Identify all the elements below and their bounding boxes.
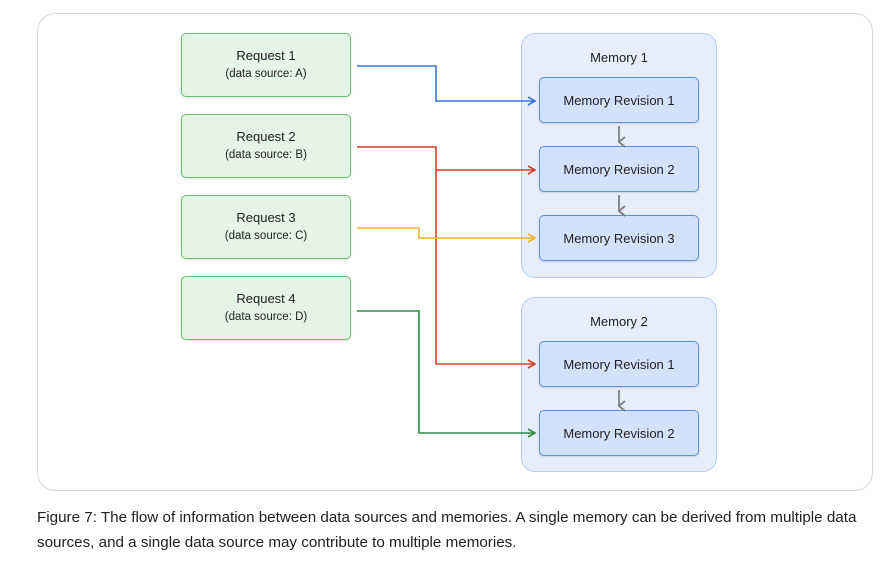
figure-caption: Figure 7: The flow of information betwee… — [37, 509, 857, 551]
request-2-box: Request 2 (data source: B) — [181, 114, 351, 178]
request-1-box: Request 1 (data source: A) — [181, 33, 351, 97]
request-4-box: Request 4 (data source: D) — [181, 276, 351, 340]
request-1-source: (data source: A) — [225, 68, 307, 80]
request-2-label: Request 2 — [236, 129, 296, 144]
connector-c-to-memory-1-revision-3 — [357, 227, 537, 243]
request-3-source: (data source: C) — [224, 230, 308, 242]
connector-b-to-memory-1-revision-2 — [357, 146, 537, 175]
request-3-label: Request 3 — [236, 210, 296, 225]
request-4-source: (data source: D) — [224, 311, 308, 323]
memory-1-revision-2: Memory Revision 2 — [539, 146, 699, 192]
request-4-label: Request 4 — [236, 291, 296, 306]
memory-2-revision-2: Memory Revision 2 — [539, 410, 699, 456]
connector-d-to-memory-2-revision-2 — [357, 310, 537, 438]
diagram-frame — [37, 13, 873, 491]
memory-1-title: Memory 1 — [590, 50, 648, 65]
memory-2-title: Memory 2 — [590, 314, 648, 329]
connector-a-to-memory-1-revision-1 — [357, 65, 537, 106]
request-2-source: (data source: B) — [225, 149, 307, 161]
connector-b-to-memory-2-revision-1 — [435, 170, 537, 369]
request-1-label: Request 1 — [236, 48, 296, 63]
memory-1-revision-1: Memory Revision 1 — [539, 77, 699, 123]
memory-2-revision-1: Memory Revision 1 — [539, 341, 699, 387]
request-3-box: Request 3 (data source: C) — [181, 195, 351, 259]
